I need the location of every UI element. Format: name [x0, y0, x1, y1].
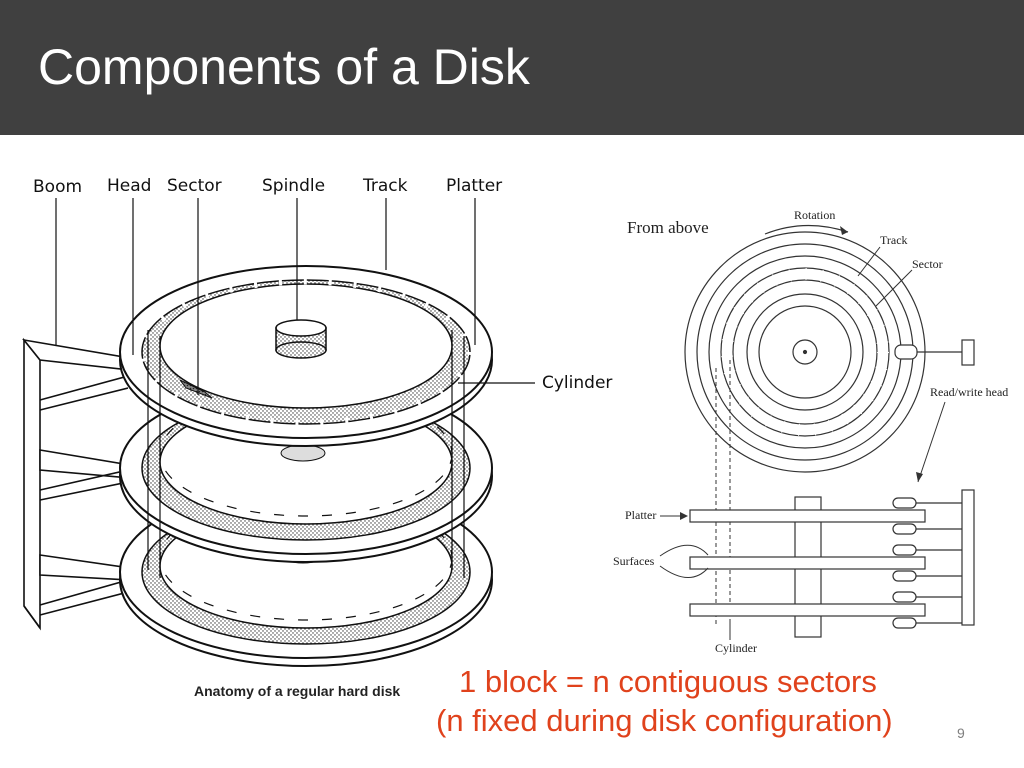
spindle — [275, 319, 327, 359]
highlighted-sector — [179, 379, 213, 399]
surfaces-curve-top — [659, 544, 709, 557]
surfaces-label: Surfaces — [613, 554, 655, 568]
rotation-label: Rotation — [794, 208, 835, 222]
from-above-label: From above — [627, 218, 709, 237]
title-bar: Components of a Disk — [0, 0, 1024, 135]
page-number: 9 — [957, 725, 965, 741]
cylinder-guide-lines — [147, 330, 465, 578]
read-write-head-top — [894, 339, 975, 366]
boom-assembly — [22, 337, 137, 631]
block-definition-note: 1 block = n contiguous sectors — [459, 664, 877, 699]
track-label: Track — [362, 176, 408, 196]
sector-label: Sector — [167, 176, 222, 196]
boom-label: Boom — [33, 177, 82, 197]
head-label: Head — [107, 176, 151, 196]
slide-title: Components of a Disk — [38, 39, 530, 95]
disk-top-and-side-diagram: From above Rotation Track Sector — [613, 208, 1008, 655]
block-configuration-note: (n fixed during disk configuration) — [436, 703, 893, 738]
side-view — [689, 489, 975, 638]
sector-pointer — [875, 269, 913, 307]
spindle-label: Spindle — [262, 176, 325, 196]
top-track-label: Track — [880, 233, 908, 247]
leader-lines — [55, 198, 535, 395]
read-write-head-label: Read/write head — [930, 385, 1008, 399]
head-pointer — [917, 401, 946, 483]
cylinder-label: Cylinder — [542, 373, 612, 393]
platter-side-label: Platter — [625, 508, 656, 522]
rotation-arrow — [764, 224, 849, 235]
hard-disk-anatomy-diagram: Boom Head Sector Spindle Track Platter C… — [22, 176, 612, 699]
side-cylinder-label: Cylinder — [715, 641, 757, 655]
left-diagram-caption: Anatomy of a regular hard disk — [194, 683, 400, 699]
surfaces-curve-bottom — [659, 565, 709, 578]
platter-label: Platter — [446, 176, 502, 196]
top-sector-label: Sector — [912, 257, 943, 271]
track-pointer — [857, 246, 881, 277]
rotation-arrowhead — [840, 226, 848, 235]
concentric-tracks — [684, 231, 926, 473]
